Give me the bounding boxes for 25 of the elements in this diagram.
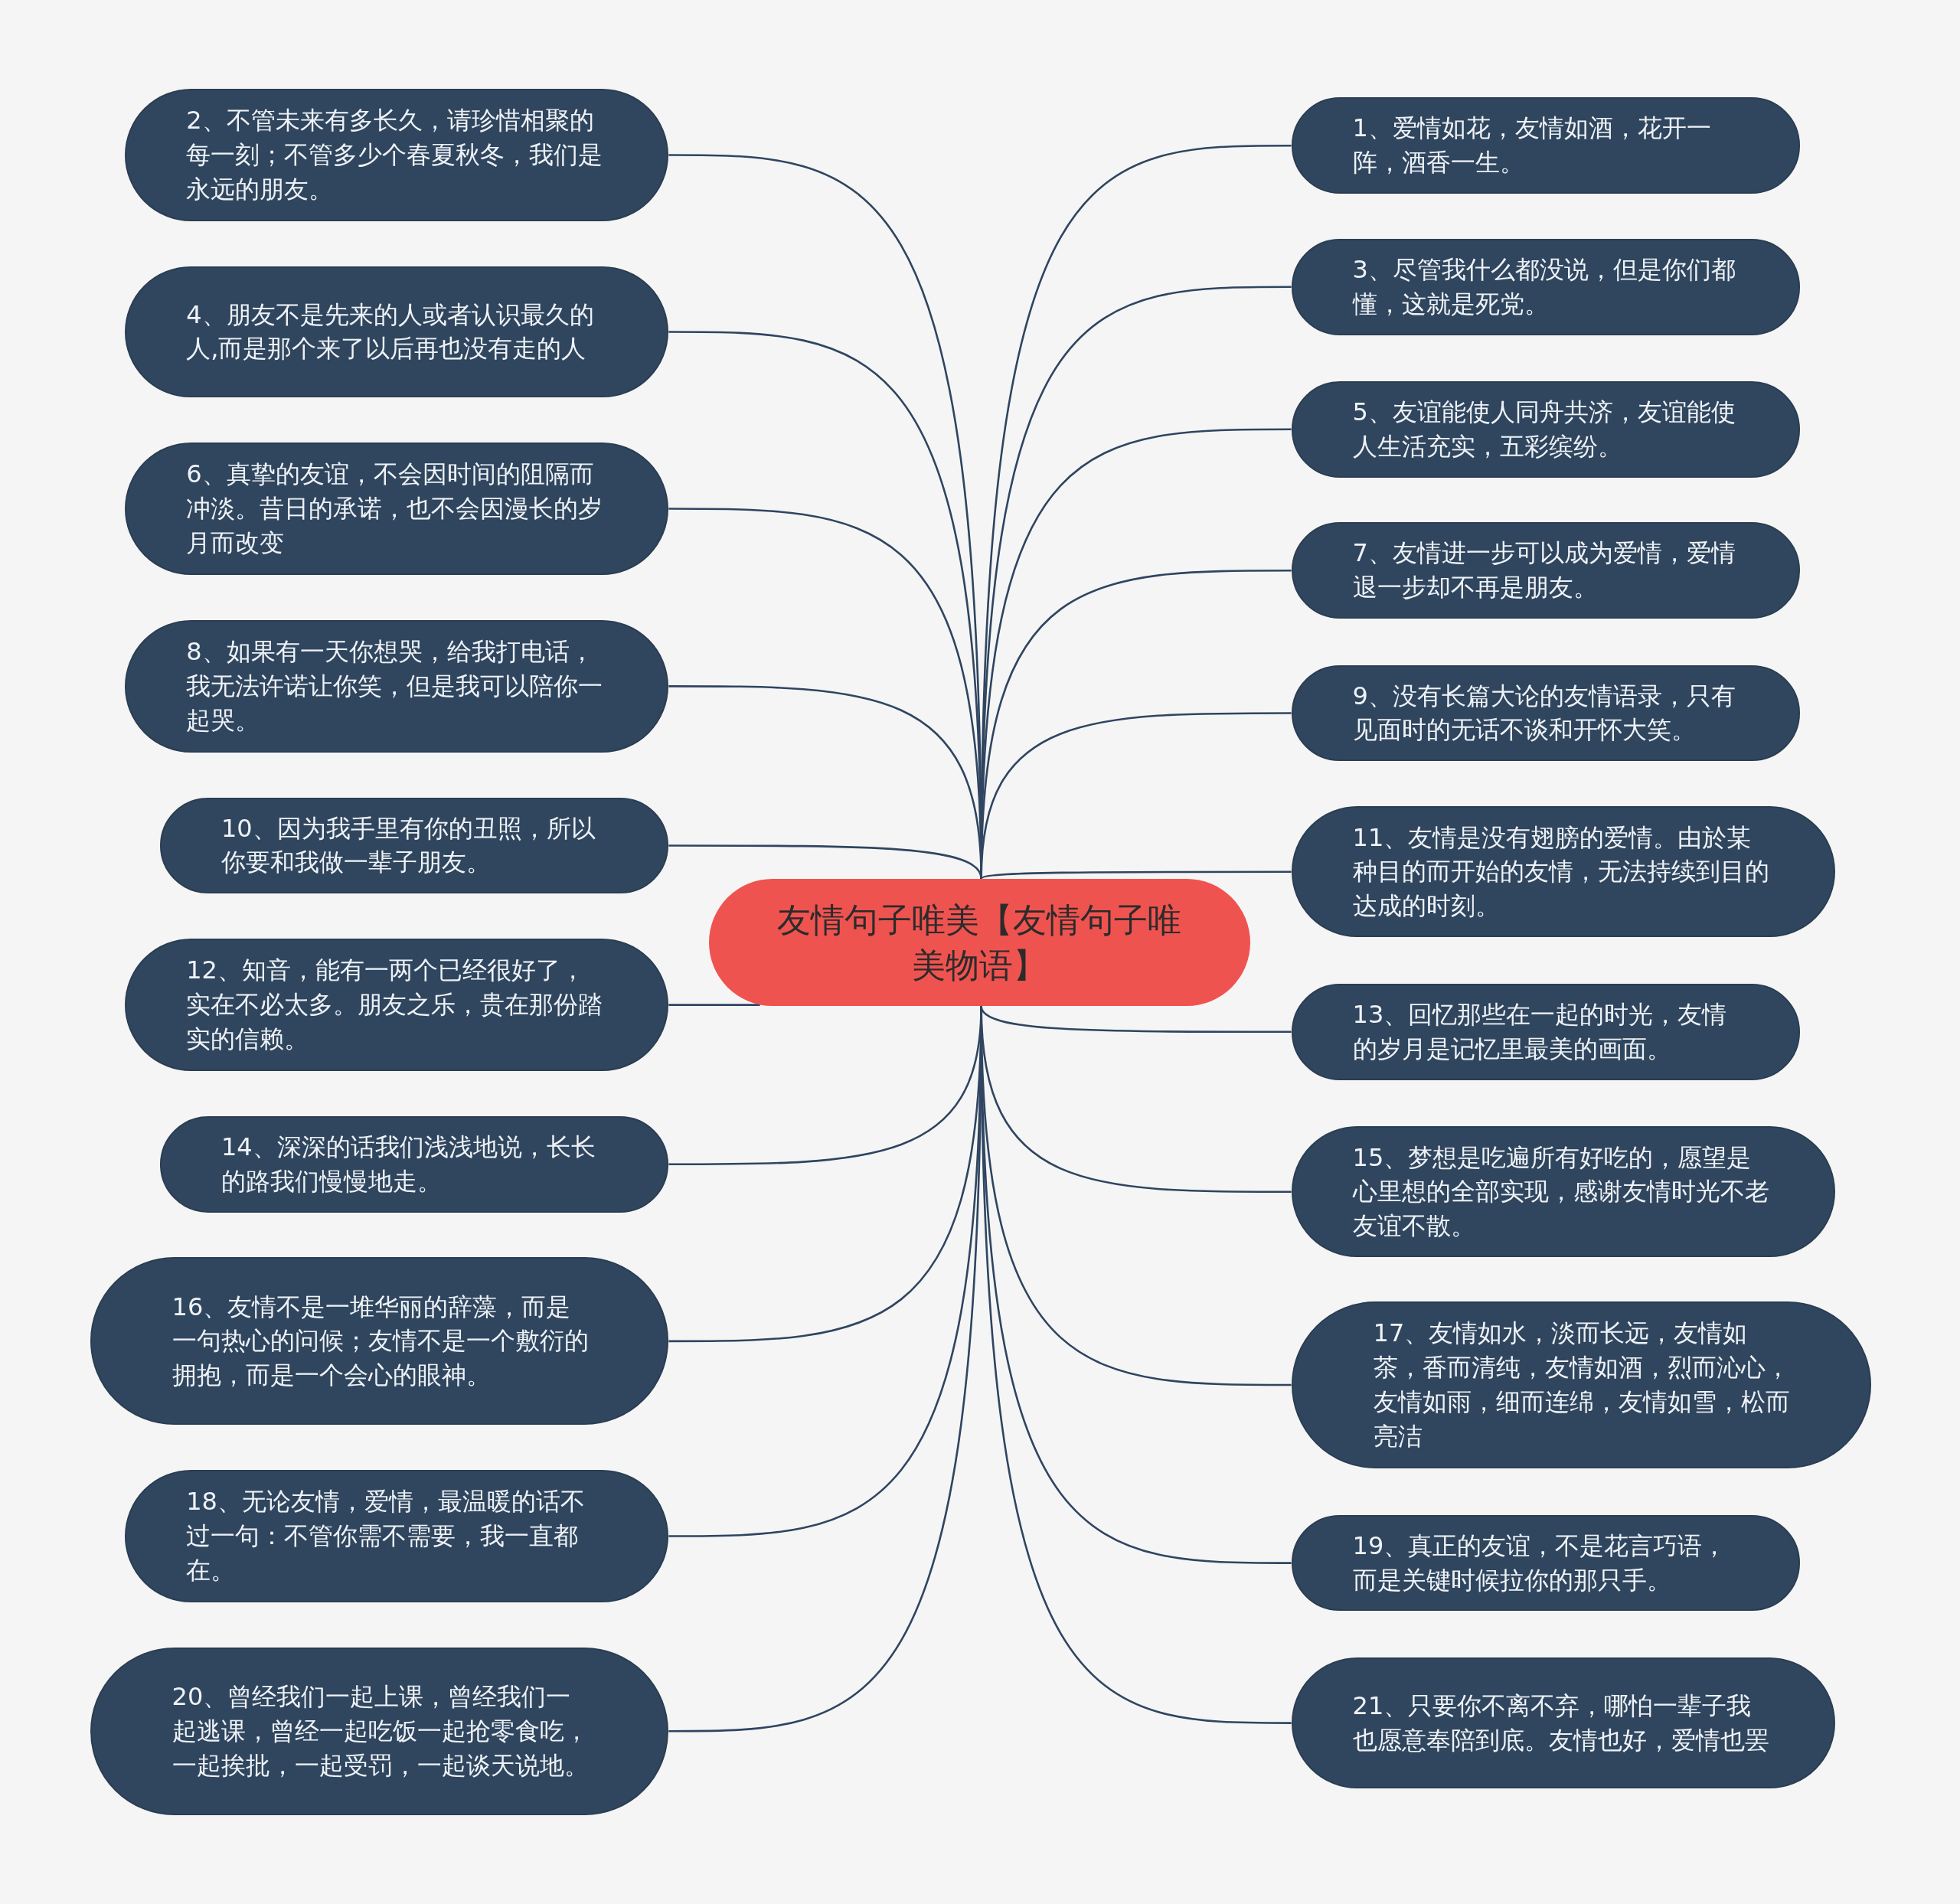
topic-text: 12、知音，能有一两个已经很好了，实在不必太多。朋友之乐，贵在那份踏实的信赖。	[186, 955, 604, 1056]
topic-text: 3、尽管我什么都没说，但是你们都懂，这就是死党。	[1352, 253, 1736, 320]
topic-text: 11、友情是没有翅膀的爱情。由於某种目的而开始的友情，无法持续到目的达成的时刻。	[1352, 821, 1770, 923]
topic-text: 13、回忆那些在一起的时光，友情的岁月是记忆里最美的画面。	[1352, 998, 1728, 1065]
topic-text: 16、友情不是一堆华丽的辞藻，而是一句热心的问候；友情不是一个敷衍的拥抱，而是一个会心的眼神。	[172, 1291, 590, 1392]
topic-text: 5、友谊能使人同舟共济，友谊能使人生活充实，五彩缤纷。	[1352, 397, 1736, 462]
topic-text: 19、真正的友谊，不是花言巧语，而是关键时候拉你的那只手。	[1352, 1530, 1728, 1596]
connector-line	[668, 844, 982, 880]
topic-text: 9、没有长篇大论的友情语录，只有见面时的无话不谈和开怀大笑。	[1352, 680, 1736, 746]
topic-text: 2、不管未来有多长久，请珍惜相聚的每一刻；不管多少个春夏秋冬，我们是永远的朋友。	[186, 105, 604, 205]
topic-text: 8、如果有一天你想哭，给我打电话，我无法许诺让你笑，但是我可以陪你一起哭。	[186, 636, 604, 736]
connector-line	[668, 1004, 760, 1006]
topic-text: 1、爱情如花，友情如酒，花开一阵，酒香一生。	[1352, 113, 1712, 179]
topic-text: 10、因为我手里有你的丑照，所以你要和我做一辈子朋友。	[220, 812, 596, 879]
topic-text: 6、真挚的友谊，不会因时间的阻隔而冲淡。昔日的承诺，也不会因漫长的岁月而改变	[186, 459, 604, 559]
central-topic-text: 友情句子唯美【友情句子唯美物语】	[776, 899, 1183, 986]
topic-text: 15、梦想是吃遍所有好吃的，愿望是心里想的全部实现，感谢友情时光不老友谊不散。	[1352, 1141, 1770, 1243]
topic-text: 20、曾经我们一起上课，曾经我们一起逃课，曾经一起吃饭一起抢零食吃，一起挨批，一起受罚，一起谈天说地。	[172, 1681, 590, 1782]
topic-text: 21、只要你不离不弃，哪怕一辈子我也愿意奉陪到底。友情也好，爱情也罢	[1352, 1690, 1770, 1756]
topic-text: 14、深深的话我们浅浅地说，长长的路我们慢慢地走。	[220, 1132, 596, 1197]
topic-text: 17、友情如水，淡而长远，友情如茶，香而清纯，友情如酒，烈而沁心，友情如雨，细而连绵，友情如雪，松而亮洁	[1373, 1318, 1791, 1452]
connector-line	[980, 870, 1292, 880]
topic-text: 7、友情进一步可以成为爱情，爱情退一步却不再是朋友。	[1352, 537, 1736, 604]
topic-text: 4、朋友不是先来的人或者认识最久的人,而是那个来了以后再也没有走的人	[186, 299, 595, 365]
topic-text: 18、无论友情，爱情，最温暖的话不过一句：不管你需不需要，我一直都在。	[186, 1486, 586, 1586]
